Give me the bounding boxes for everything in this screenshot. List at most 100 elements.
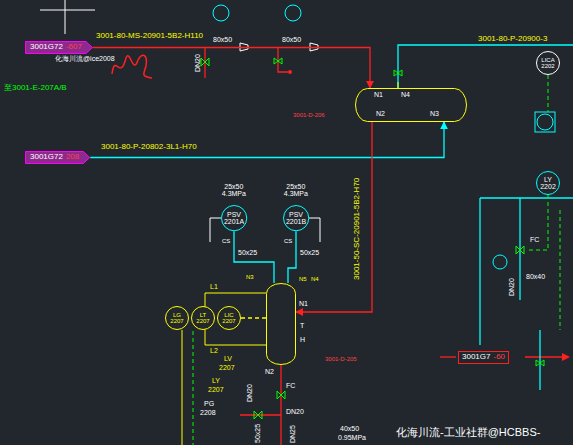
text-holder: LG 2207	[165, 306, 189, 330]
annotation: 化海川流@ice2008	[55, 55, 115, 63]
text-holder: LY 2202	[536, 171, 560, 195]
annotation: DN20	[194, 54, 202, 72]
signal-line	[560, 210, 561, 330]
tag-text: -607	[66, 43, 82, 51]
process-pipe	[479, 198, 480, 345]
instrument-bubble: LG 2207	[165, 306, 189, 330]
text-holder: LICA 2202	[536, 51, 560, 75]
line-number: 3001-50-SC-20901-5B2-H70	[353, 177, 362, 281]
text-holder: 3001G7-60	[458, 351, 509, 364]
gate-valve	[274, 58, 282, 64]
offpage-connector: 3001G72208	[25, 151, 90, 164]
annotation: N4	[311, 276, 319, 283]
line-number: 3001-80-P-20802-3L1-H70	[100, 143, 198, 152]
annotation: DN20	[286, 408, 304, 416]
annotation: 0.95MPa	[338, 434, 366, 442]
tag-text: PSV 2201B	[285, 211, 307, 226]
process-pipe	[539, 330, 540, 390]
process-pipe	[480, 197, 573, 198]
leader-line	[40, 0, 95, 34]
annotation: T	[300, 322, 304, 330]
annotation: L2	[210, 347, 218, 355]
text-holder	[355, 88, 467, 122]
red-scribble	[112, 55, 152, 78]
gate-valve	[394, 70, 402, 76]
offpage-connector: 3001G7-60	[458, 351, 509, 364]
instrument-bubble	[213, 5, 229, 21]
instrument-bubble: LT 2207	[191, 306, 215, 330]
annotation: DN20	[246, 384, 254, 402]
annotation: 2207	[208, 386, 224, 394]
text-holder	[266, 283, 296, 365]
annotation: N3	[430, 110, 439, 118]
process-pipe	[280, 365, 281, 445]
leader-line	[40, 0, 320, 242]
signal-line	[548, 75, 549, 112]
annotation: 50x25	[238, 249, 257, 257]
safety-valve-outline	[283, 205, 308, 230]
offpage-connector-outline	[459, 352, 509, 364]
instrument-bubble-outline	[537, 52, 560, 75]
instrument-bubble: LY 2202	[536, 171, 560, 195]
annotation: N4	[401, 91, 410, 99]
horizontal-vessel-outline	[355, 88, 467, 122]
instrument-bubble	[285, 5, 301, 21]
process-pipe	[240, 414, 281, 415]
annotation: 3001-80-P-20900-3	[478, 35, 547, 44]
annotation: 50x25	[300, 249, 319, 257]
instrument-bubble	[493, 255, 507, 269]
gate-valve	[277, 391, 285, 399]
pipe-connector	[234, 231, 274, 283]
text-holder: 3001G72-607	[25, 41, 93, 54]
annotation: CS	[222, 238, 230, 245]
instrument-bubble	[535, 112, 555, 132]
nozzle	[182, 330, 183, 445]
signal-line	[528, 195, 548, 250]
gate-valve	[201, 58, 544, 419]
pipe-connector	[93, 48, 370, 89]
annotation: N5	[299, 276, 307, 283]
watermark: 化海川流-工业社群@HCBBS-	[396, 426, 540, 438]
offpage-connector-outline	[26, 42, 93, 54]
text-holder: PSV 2201A	[221, 205, 247, 231]
vertical-vessel-outline	[266, 283, 296, 365]
gate-valve	[201, 58, 209, 66]
annotation: N1	[374, 91, 383, 99]
annotation: 40x50	[340, 425, 359, 433]
text-holder: LT 2207	[191, 306, 215, 330]
annotation: 80x50	[282, 36, 301, 44]
tag-text: LG 2207	[167, 312, 187, 325]
annotation: N2	[376, 110, 385, 118]
annotation: PG	[204, 400, 214, 408]
tag-text: PSV 2201A	[223, 211, 245, 226]
gate-valve	[516, 246, 524, 254]
annotation: 80x50	[213, 36, 232, 44]
annotation: FC	[286, 382, 295, 390]
equipment-tag: 3001-D-206	[293, 112, 325, 118]
safety-valve: PSV 2201A25x50 4.3MPa	[221, 205, 247, 231]
pipe-connector	[90, 122, 444, 158]
pipe-connector	[241, 317, 266, 318]
signal-line	[193, 331, 194, 445]
horizontal-vessel-outline	[356, 89, 467, 122]
annotation: 80x40	[526, 273, 545, 281]
annotation: 2207	[219, 364, 235, 372]
text-holder: 3001G72208	[25, 151, 90, 164]
annotation: FC	[530, 236, 539, 244]
horizontal-vessel: 3001-D-206	[355, 88, 467, 122]
process-pipe	[205, 47, 562, 445]
equipment-tag: 3001-D-205	[325, 356, 357, 362]
signal-line	[193, 75, 560, 445]
process-pipe	[398, 45, 573, 88]
gate-valve	[254, 411, 262, 419]
equipment-tag: 25x50 4.3MPa	[217, 183, 251, 198]
annotation: CS	[284, 238, 292, 245]
instrument-bubble-outline	[537, 172, 560, 195]
annotation: LV	[224, 355, 232, 363]
tag-text: -60	[493, 353, 505, 361]
process-pipe	[398, 45, 573, 390]
equipment-tag: 25x50 4.3MPa	[279, 183, 313, 198]
text-holder: LIC 2207	[217, 306, 241, 330]
